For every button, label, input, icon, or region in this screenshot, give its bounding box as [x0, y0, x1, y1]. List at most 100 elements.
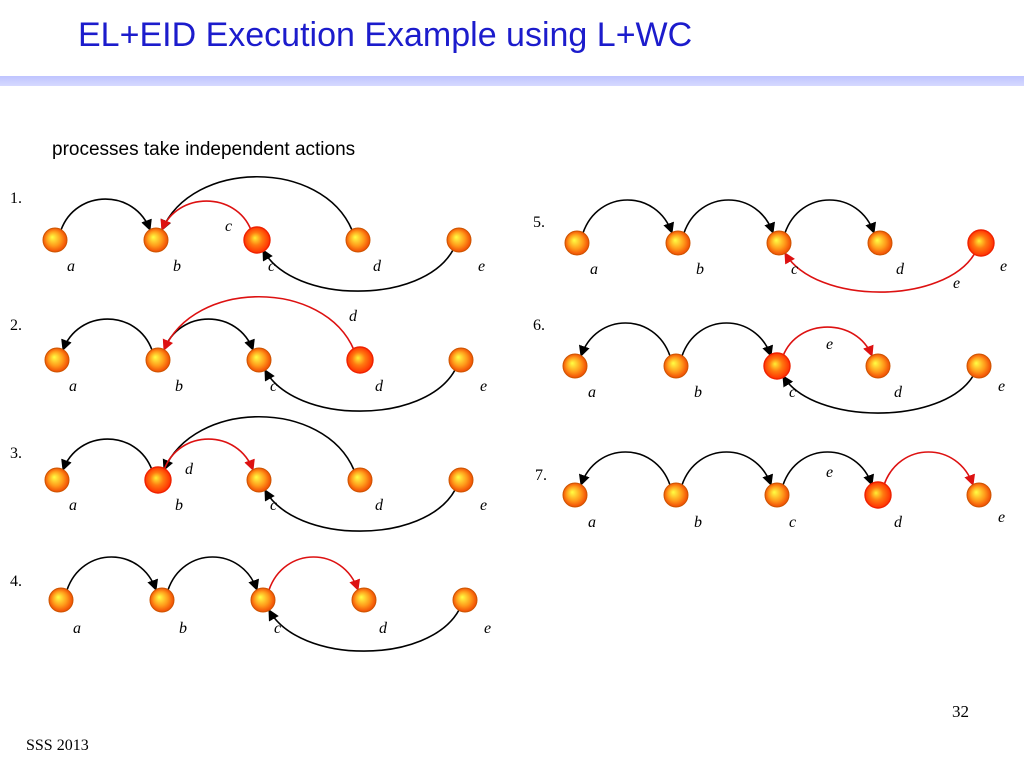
page-number: 32 — [952, 702, 969, 721]
panel-label: 2. — [10, 317, 22, 334]
node-label: d — [894, 514, 903, 531]
process-node — [143, 227, 169, 253]
panel-label: 1. — [10, 190, 22, 207]
node-label: b — [179, 620, 187, 637]
node-label: a — [69, 497, 77, 514]
process-node — [48, 587, 74, 613]
node-label: e — [480, 378, 487, 395]
red-arrow-edge — [883, 451, 975, 487]
process-node — [149, 587, 175, 613]
node-label: e — [998, 509, 1005, 526]
black-arrow-edge — [582, 199, 674, 235]
process-node — [663, 353, 689, 379]
node-label: c — [274, 620, 281, 637]
process-node-active — [763, 352, 791, 380]
process-node — [250, 587, 276, 613]
black-arrow-edge — [268, 609, 460, 652]
node-label: b — [173, 258, 181, 275]
panel-label: 5. — [533, 214, 545, 231]
process-node — [145, 347, 171, 373]
node-label: e — [478, 258, 485, 275]
edge-label: e — [826, 464, 833, 481]
process-node — [448, 347, 474, 373]
process-node — [345, 227, 371, 253]
node-label: e — [1000, 258, 1007, 275]
process-node — [448, 467, 474, 493]
panel-label: 7. — [535, 467, 547, 484]
node-label: c — [791, 261, 798, 278]
process-node — [452, 587, 478, 613]
node-label: d — [375, 378, 384, 395]
node-label: b — [694, 514, 702, 531]
red-arrow-edge — [162, 296, 355, 352]
node-label: a — [73, 620, 81, 637]
node-label: d — [373, 258, 382, 275]
process-node — [966, 482, 992, 508]
panel-label: 6. — [533, 317, 545, 334]
process-node-active — [346, 346, 374, 374]
edge-label: d — [349, 308, 358, 325]
process-node — [44, 347, 70, 373]
black-arrow-edge — [66, 556, 158, 592]
title-rule — [0, 76, 1024, 86]
node-label: d — [375, 497, 384, 514]
process-node-active — [967, 229, 995, 257]
red-arrow-edge — [160, 200, 252, 232]
black-arrow-edge — [782, 451, 874, 487]
node-label: a — [69, 378, 77, 395]
node-label: b — [175, 378, 183, 395]
black-arrow-edge — [579, 451, 671, 487]
process-node — [562, 482, 588, 508]
panel: 7. e a b c d e — [535, 451, 1005, 531]
process-node — [42, 227, 68, 253]
black-arrow-edge — [579, 322, 671, 358]
edge-label: d — [185, 461, 194, 478]
black-arrow-edge — [782, 375, 974, 414]
black-arrow-edge — [264, 369, 456, 412]
node-label: a — [590, 261, 598, 278]
panel: 2. d a b c d e — [10, 296, 487, 412]
process-node — [865, 353, 891, 379]
black-arrow-edge — [160, 176, 353, 232]
black-arrow-edge — [61, 318, 153, 352]
black-arrow-edge — [683, 199, 775, 235]
process-node — [867, 230, 893, 256]
process-node — [44, 467, 70, 493]
process-node-active — [144, 466, 172, 494]
node-label: c — [270, 497, 277, 514]
slide-subtitle: processes take independent actions — [52, 139, 356, 160]
node-label: c — [789, 514, 796, 531]
node-label: e — [998, 378, 1005, 395]
red-arrow-edge — [782, 326, 874, 358]
edge-label: e — [826, 336, 833, 353]
footer-text: SSS 2013 — [26, 737, 89, 754]
edge-label: e — [953, 275, 960, 292]
red-arrow-edge — [268, 556, 360, 592]
node-label: b — [696, 261, 704, 278]
node-label: c — [268, 258, 275, 275]
node-label: d — [379, 620, 388, 637]
node-label: c — [270, 378, 277, 395]
process-node — [665, 230, 691, 256]
node-label: e — [480, 497, 487, 514]
edge-label: c — [225, 218, 232, 235]
node-label: d — [896, 261, 905, 278]
process-node — [246, 347, 272, 373]
process-node — [351, 587, 377, 613]
node-label: a — [588, 384, 596, 401]
process-node — [562, 353, 588, 379]
red-arrow-edge — [784, 252, 976, 293]
process-node-active — [864, 481, 892, 509]
slide-title: EL+EID Execution Example using L+WC — [78, 16, 693, 54]
process-node — [446, 227, 472, 253]
black-arrow-edge — [60, 198, 152, 232]
black-arrow-edge — [681, 451, 773, 487]
node-label: a — [588, 514, 596, 531]
black-arrow-edge — [61, 438, 153, 472]
black-arrow-edge — [167, 556, 259, 592]
process-node — [663, 482, 689, 508]
panel-label: 3. — [10, 445, 22, 462]
